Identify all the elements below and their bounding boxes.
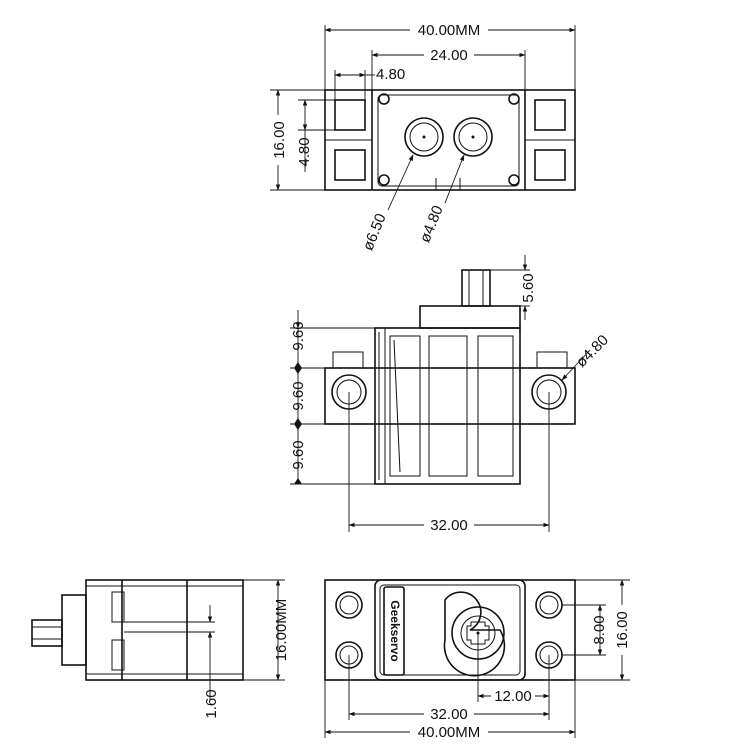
front-flange: [324, 367, 576, 425]
top-hole-large-dia-label: ø6.50: [360, 211, 390, 253]
bottom-height-label: 16.00: [614, 611, 631, 649]
top-hole-large: [404, 117, 444, 157]
top-hole-spacing-label: 24.00: [430, 47, 468, 64]
brand-label: Geekservo: [388, 600, 402, 661]
top-tab-top-left: [334, 99, 366, 131]
top-tab-bottom-right: [534, 149, 566, 181]
top-tab-top-right: [534, 99, 566, 131]
top-overall-width-label: 40.00MM: [418, 22, 481, 39]
bottom-hole-spacing-label: 32.00: [430, 706, 468, 723]
front-hole-spacing-label: 32.00: [430, 517, 468, 534]
front-section-top-label: 9.60: [290, 321, 307, 350]
output-shaft-spline: [466, 621, 490, 645]
top-tab-width-label: 4.80: [376, 66, 405, 83]
top-hole-small-dia-label: ø4.80: [417, 203, 447, 245]
top-view: 40.00MM 24.00 4.80 16.00 4.80 ø6.50 ø4.8…: [270, 22, 576, 253]
bottom-hole-top-left: [335, 591, 363, 619]
front-view: 5.60 9.60 9.60 9.60 ø4.80 32.00: [290, 255, 612, 534]
bottom-view: Geekservo 12.00 32.00 40.00MM: [324, 579, 631, 741]
side-height-label: 16.00MM: [273, 599, 290, 662]
front-hole-dia-label: ø4.80: [573, 332, 612, 371]
front-section-bottom-label: 9.60: [290, 440, 307, 469]
side-offset-label: 1.60: [203, 689, 220, 718]
bottom-hole-vertical-spacing-label: 8.00: [591, 615, 608, 644]
side-view: 16.00MM 1.60: [31, 579, 290, 719]
top-tab-height-label: 4.80: [296, 137, 313, 166]
brand-label-box: [383, 586, 405, 676]
top-height-label: 16.00: [271, 121, 288, 159]
front-section-middle-label: 9.60: [290, 381, 307, 410]
front-shaft: [461, 269, 491, 307]
bottom-axis-offset-label: 12.00: [494, 688, 532, 705]
front-body: [374, 327, 521, 485]
side-body: [85, 579, 244, 681]
bottom-overall-width-label: 40.00MM: [418, 724, 481, 741]
top-tab-bottom-left: [334, 149, 366, 181]
front-shaft-height-label: 5.60: [520, 273, 537, 302]
top-hole-small: [453, 117, 493, 157]
side-shaft: [31, 619, 63, 647]
